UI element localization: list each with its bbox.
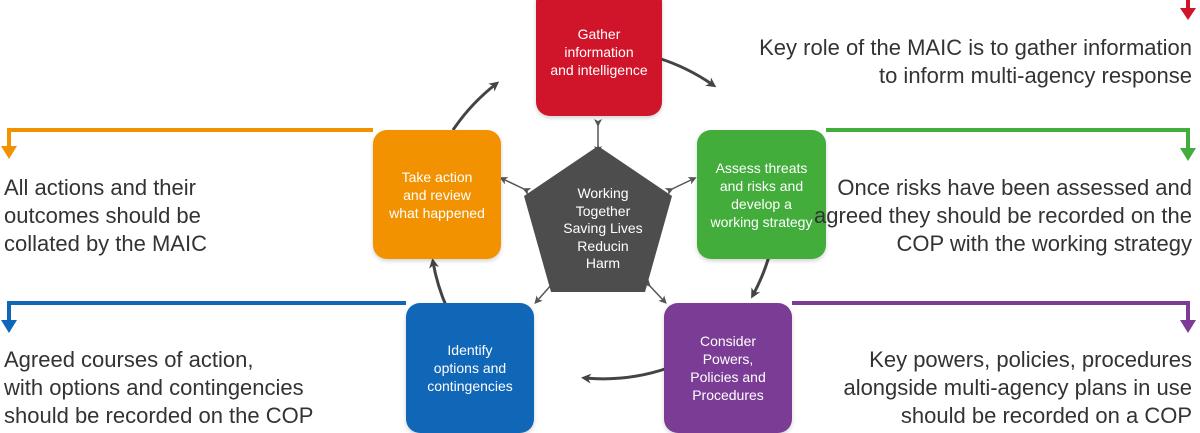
callout-line-consider (792, 301, 1190, 322)
step-consider-label: Consider Powers, Policies and Procedures (690, 333, 766, 403)
center-label: Working Together Saving Lives Reducin Ha… (563, 185, 643, 272)
cycle-arrow-gather-to-assess (657, 56, 717, 88)
callout-arrowhead-identify (1, 320, 17, 333)
note-assess: Once risks have been assessed and agreed… (814, 175, 1192, 256)
step-action-label: Take action and review what happened (389, 168, 485, 221)
callout-line-assess (826, 128, 1190, 150)
cycle-arrow-consider-to-identify (581, 366, 669, 384)
note-consider: Key powers, policies, procedures alongsi… (843, 347, 1192, 428)
step-consider: Consider Powers, Policies and Procedures (664, 303, 792, 433)
callout-line-identify (7, 301, 406, 322)
callout-arrowhead-gather (1180, 8, 1196, 20)
center-link-consider (642, 278, 667, 304)
step-identify-label: Identify options and contingencies (427, 342, 513, 394)
step-gather-label: Gather information and intelligence (550, 26, 648, 78)
center-pentagon (524, 146, 672, 292)
note-gather: Key role of the MAIC is to gather inform… (759, 35, 1192, 88)
note-identify: Agreed courses of action, with options a… (4, 347, 314, 428)
cycle-arrow-identify-to-action (429, 258, 449, 309)
center-link-identify (534, 278, 558, 304)
center-link-assess (664, 177, 697, 196)
step-identify: Identify options and contingencies (406, 303, 534, 433)
diagram-connectors (1, 0, 1196, 384)
cycle-arrow-action-to-gather (451, 81, 500, 131)
note-action: All actions and their outcomes should be… (4, 175, 207, 256)
callout-line-action (7, 128, 373, 148)
center-link-action (499, 177, 532, 196)
callout-arrowhead-assess (1180, 148, 1196, 161)
step-action: Take action and review what happened (373, 130, 501, 259)
step-assess: Assess threats and risks and develop a w… (697, 130, 826, 259)
callout-arrowhead-consider (1180, 320, 1196, 333)
step-assess-label: Assess threats and risks and develop a w… (710, 159, 813, 230)
callout-arrowhead-action (1, 146, 17, 159)
step-gather: Gather information and intelligence (536, 0, 662, 116)
